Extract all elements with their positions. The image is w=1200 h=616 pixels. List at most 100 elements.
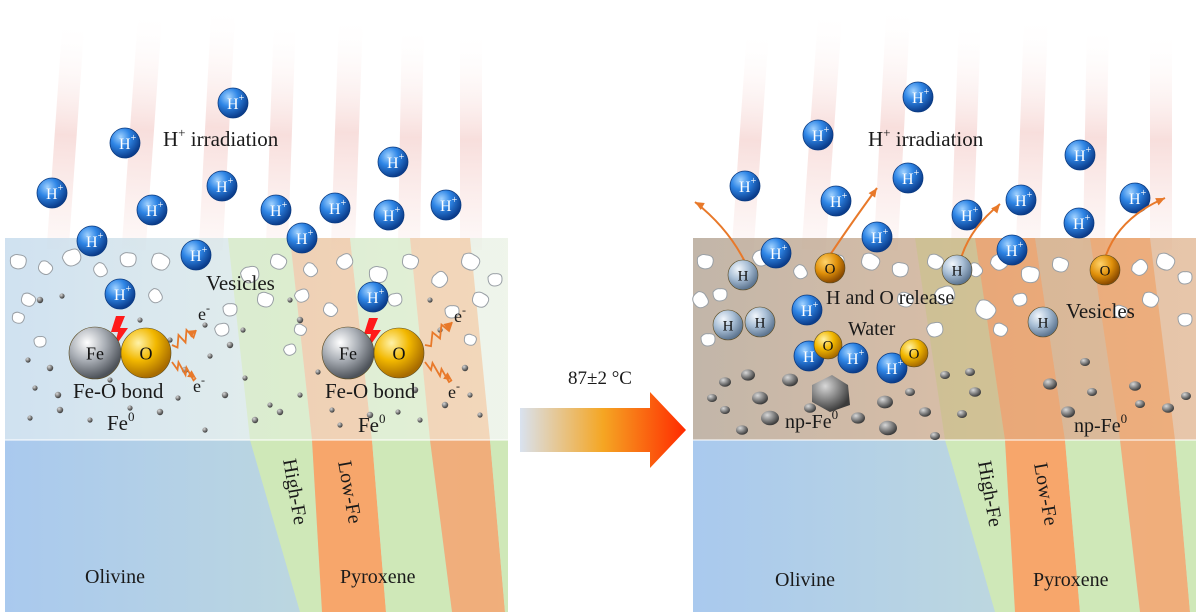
proton-label: H+ (961, 205, 979, 225)
vesicle (283, 343, 297, 356)
proton-h-plus: H+ (892, 162, 924, 194)
npfe-label-2: np-Fe0 (1074, 411, 1127, 437)
npfe-label-1: np-Fe0 (785, 407, 838, 433)
vesicle (793, 264, 808, 280)
svg-text:O: O (140, 343, 153, 363)
pyroxene-orange-band-right (1120, 440, 1190, 612)
proton-h-plus: H+ (76, 225, 108, 257)
svg-text:H: H (1038, 315, 1049, 331)
proton-label: H+ (847, 348, 865, 368)
fe0-dot (467, 392, 473, 398)
svg-text:O: O (909, 346, 920, 362)
proton-label: H+ (86, 231, 104, 251)
proton-h-plus: H+ (951, 199, 983, 231)
vesicle (368, 266, 388, 284)
electron-path (424, 360, 453, 384)
vesicle (896, 291, 915, 308)
vesicle (1131, 258, 1149, 276)
vesicle (463, 333, 477, 346)
np-fe0-particle (804, 403, 816, 413)
proton-h-plus: H+ (1005, 184, 1037, 216)
np-fe0-particle (736, 425, 748, 435)
fe0-dot (46, 364, 54, 372)
pyroxene-edge-band-right (1175, 440, 1196, 612)
proton-h-plus: H+ (319, 192, 351, 224)
vesicle (1020, 266, 1040, 284)
svg-text:O: O (823, 338, 834, 354)
fe0-dot (107, 377, 113, 383)
vesicles-label-right: Vesicles (1066, 299, 1135, 323)
iron-atom: Fe (68, 326, 122, 380)
proton-label: H+ (1006, 240, 1024, 260)
np-fe0-particle (752, 391, 768, 405)
fe0-dot (366, 411, 374, 419)
proton-label: H+ (227, 93, 245, 113)
proton-label: H+ (216, 176, 234, 196)
vesicle (431, 270, 449, 288)
proton-label: H+ (812, 125, 830, 145)
proton-h-plus: H+ (820, 185, 852, 217)
np-fe0-particle (965, 368, 975, 376)
fe0-dot (167, 337, 173, 343)
vesicle (1142, 291, 1160, 308)
hydrogen-atom: H (1027, 306, 1059, 338)
vesicle (861, 252, 881, 271)
fe-o-bond-label-2: Fe-O bond (325, 379, 416, 403)
vesicle (696, 253, 714, 270)
np-fe0-particle (782, 373, 798, 387)
np-fe0-particle (1162, 403, 1174, 413)
proton-h-plus: H+ (206, 170, 238, 202)
vesicle (926, 321, 944, 338)
oxygen-atom: O (373, 327, 425, 379)
vesicle (61, 248, 82, 267)
rim-pyx-b (410, 238, 490, 440)
proton-label: H+ (190, 245, 208, 265)
svg-text:Fe: Fe (86, 343, 104, 363)
np-fe0-particle (761, 410, 779, 426)
water-oxygen: O (899, 338, 929, 368)
electron-label: e- (454, 303, 466, 326)
proton-h-plus: H+ (837, 342, 869, 374)
fe0-label-1: Fe0 (107, 409, 135, 435)
svg-text:O: O (393, 343, 406, 363)
proton-h-plus: H+ (902, 81, 934, 113)
proton-h-plus: H+ (861, 221, 893, 253)
vesicle (933, 285, 956, 306)
proton-h-plus: H+ (1119, 182, 1151, 214)
pyroxene-green-band-right (1065, 440, 1140, 612)
fe0-dot (56, 406, 64, 414)
lightning-icon (111, 316, 128, 348)
fe0-dot (202, 322, 208, 328)
np-fe0-particle (919, 407, 931, 417)
vesicle (992, 322, 1009, 337)
rim-high-fe (228, 238, 312, 440)
pyroxene-green-band (372, 440, 452, 612)
right-labels: H+ irradiation H and O release Water Ves… (775, 125, 1135, 591)
fe0-dot (175, 395, 181, 401)
fe0-label-2: Fe0 (358, 411, 386, 437)
oxygen-atom-release: O (814, 252, 846, 284)
vesicle (222, 303, 238, 317)
fe0-dot (242, 375, 248, 381)
fe0-dot (59, 293, 65, 299)
fe0-dot (315, 369, 321, 375)
proton-label: H+ (902, 168, 920, 188)
proton-label: H+ (114, 284, 132, 304)
vesicle (270, 253, 288, 270)
fe0-dot (156, 408, 164, 416)
np-fe0-particle (957, 410, 967, 418)
vesicle (20, 292, 37, 307)
electron-label: e- (193, 373, 205, 396)
fe0-dot (240, 327, 246, 333)
proton-label: H+ (886, 358, 904, 378)
fe0-dot (25, 357, 31, 363)
proton-label: H+ (1015, 190, 1033, 210)
vesicle (712, 288, 728, 302)
vesicle (335, 253, 354, 270)
vesicle (1012, 292, 1028, 307)
proton-label: H+ (119, 133, 137, 153)
proton-label: H+ (383, 205, 401, 225)
vesicle (1177, 271, 1193, 285)
pyroxene-edge-band (490, 440, 508, 612)
irradiation-label: H+ irradiation (163, 125, 279, 151)
